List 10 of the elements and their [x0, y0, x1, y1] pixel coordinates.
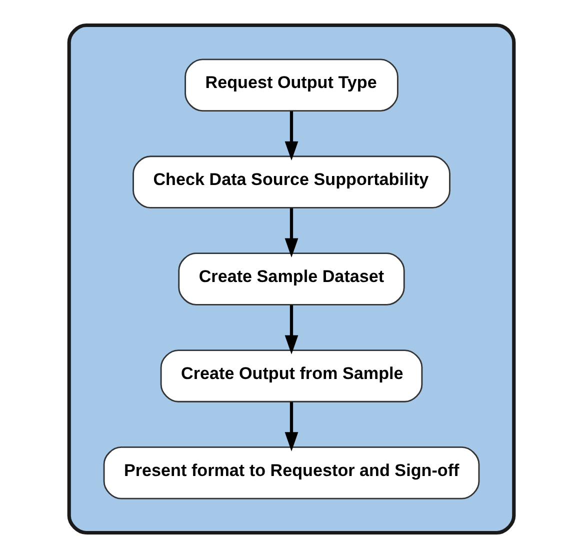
node-box: Check Data Source Supportability — [132, 156, 450, 208]
node-box: Create Output from Sample — [160, 350, 422, 402]
node-box: Request Output Type — [184, 58, 398, 112]
node-box: Create Sample Dataset — [178, 252, 404, 306]
cluster — [66, 23, 516, 535]
arrow — [284, 111, 298, 160]
arrow — [284, 402, 298, 452]
arrow — [284, 208, 298, 258]
arrow — [284, 305, 298, 354]
node-box: Present format to Requestor and Sign-off — [102, 446, 480, 500]
